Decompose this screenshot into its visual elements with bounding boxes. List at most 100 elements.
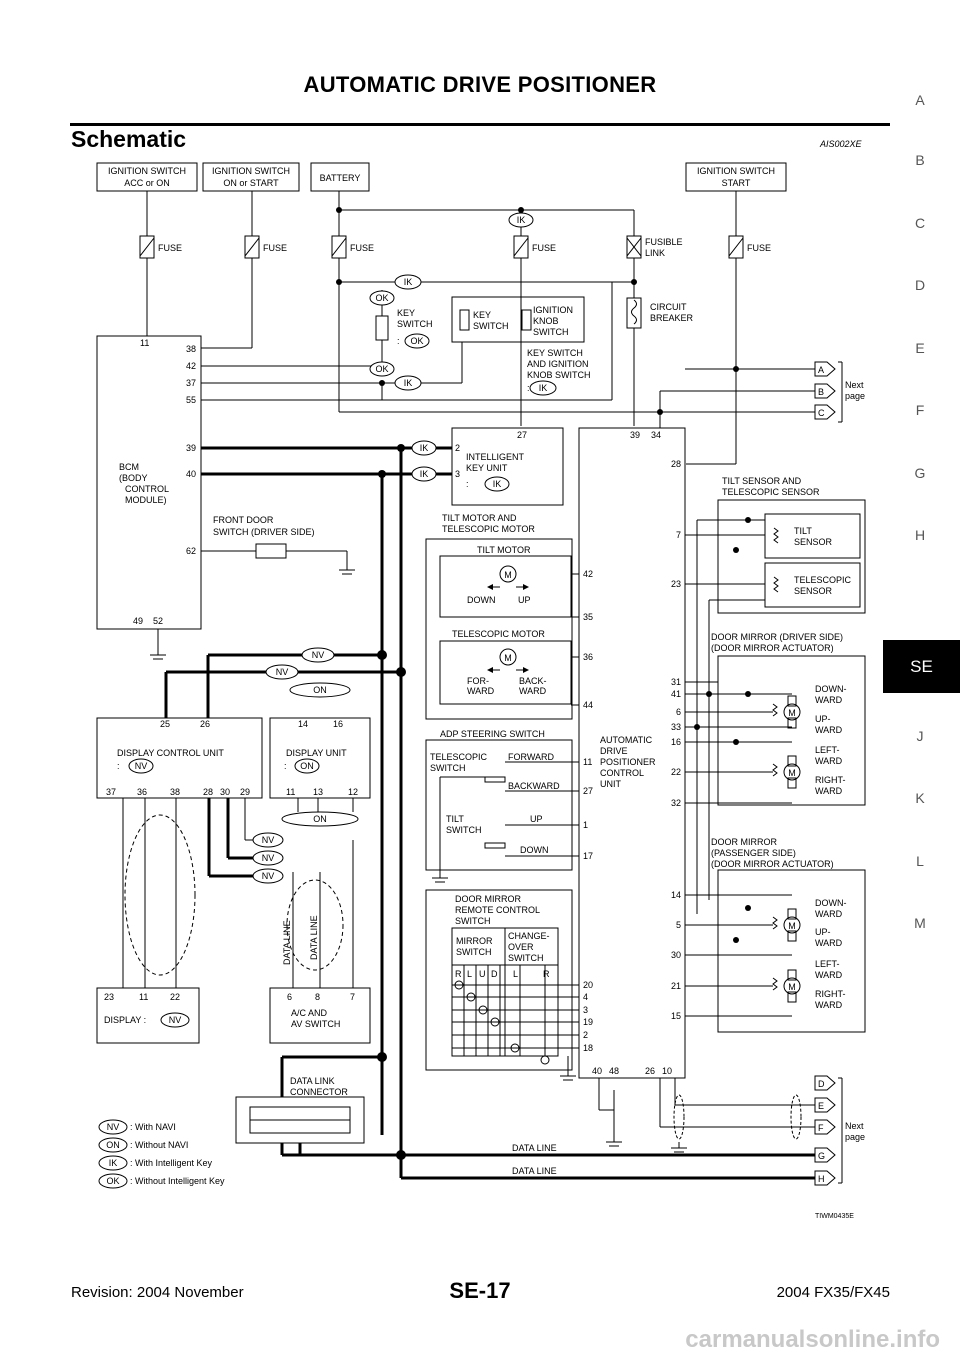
tag-nv: NV	[262, 871, 275, 881]
fuse-2-label: FUSE	[263, 243, 287, 253]
ac-label-2: AV SWITCH	[291, 1019, 340, 1029]
mirror-switch-label-1: MIRROR	[456, 936, 493, 946]
tele-switch-label-1: TELESCOPIC	[430, 752, 488, 762]
bcm-box	[96, 335, 202, 630]
side-tab-se-active[interactable]: SE	[883, 640, 960, 693]
tilt-switch-label-1: TILT	[446, 814, 464, 824]
side-tab-h[interactable]: H	[914, 527, 926, 543]
side-tab-b[interactable]: B	[915, 152, 925, 168]
adpu-pin: 34	[651, 430, 661, 440]
mirror-drv-hdr-1: DOOR MIRROR (DRIVER SIDE)	[711, 632, 843, 642]
adpu-pin: 2	[583, 1030, 588, 1040]
door-mirror-passenger-box	[717, 869, 866, 1033]
tilt-motor-hdr-1: TILT MOTOR AND	[442, 513, 517, 523]
tag-ok: OK	[375, 364, 388, 374]
side-tab-g[interactable]: G	[914, 465, 926, 481]
adpu-pin: 30	[671, 950, 681, 960]
key-switch2-label-1: KEY	[473, 310, 491, 320]
adpu-pin: 39	[630, 430, 640, 440]
adpu-pin: 3	[583, 1005, 588, 1015]
remote-col: R	[455, 969, 462, 979]
remote-hdr-1: DOOR MIRROR	[455, 894, 521, 904]
legend-text: : Without NAVI	[130, 1140, 188, 1150]
page-header-title: AUTOMATIC DRIVE POSITIONER	[303, 72, 657, 97]
mirror-drv-right-1: RIGHT-	[815, 775, 846, 785]
dcu-pin: 38	[170, 787, 180, 797]
tilt-up-label: UP	[518, 595, 531, 605]
side-tab-k[interactable]: K	[915, 790, 925, 806]
changeover-label-1: CHANGE-	[508, 931, 550, 941]
down-switch-label: DOWN	[520, 845, 549, 855]
adpu-label-2: DRIVE	[600, 746, 628, 756]
side-tab-d[interactable]: D	[914, 277, 926, 293]
side-tab-l[interactable]: L	[916, 853, 924, 869]
remote-col: D	[491, 969, 498, 979]
side-tab-f[interactable]: F	[915, 402, 925, 418]
ac-pin: 8	[315, 992, 320, 1002]
adpu-pin: 36	[583, 652, 593, 662]
fusible-link-label-2: LINK	[645, 248, 665, 258]
mirror-pas-left-1: LEFT-	[815, 959, 840, 969]
mirror-pas-up-1: UP-	[815, 927, 831, 937]
key-switch-label-2: SWITCH	[397, 319, 433, 329]
bcm-pin: 52	[153, 616, 163, 626]
side-tab-j[interactable]: J	[916, 728, 924, 744]
display-unit-box	[269, 717, 371, 799]
iku-pin: 2	[455, 443, 460, 453]
legend-text: : With NAVI	[130, 1122, 176, 1132]
adpu-pin: 11	[583, 757, 592, 767]
data-line-vertical-label: DATA LINE	[309, 915, 319, 960]
side-tab-e[interactable]: E	[915, 340, 925, 356]
adpu-label-4: CONTROL	[600, 768, 644, 778]
mirror-pas-hdr-1: DOOR MIRROR	[711, 837, 777, 847]
tele-switch-label-2: SWITCH	[430, 763, 466, 773]
ign-on-label-1: IGNITION SWITCH	[212, 166, 290, 176]
adpu-label-5: UNIT	[600, 779, 621, 789]
du-pin: 13	[313, 787, 323, 797]
mirror-pas-down-2: WARD	[815, 909, 843, 919]
ign-knob-label-3: SWITCH	[533, 327, 569, 337]
ign-start-label-1: IGNITION SWITCH	[697, 166, 775, 176]
mirror-drv-down-1: DOWN-	[815, 684, 847, 694]
adpu-pin: 10	[662, 1066, 672, 1076]
adpu-pin: 17	[583, 851, 593, 861]
section-code: AIS002XE	[820, 139, 862, 149]
changeover-label-2: OVER	[508, 942, 534, 952]
footer-model: 2004 FX35/FX45	[776, 1284, 890, 1301]
iku-colon: :	[466, 479, 469, 489]
ign-acc-label-2: ACC or ON	[124, 178, 170, 188]
side-tab-m[interactable]: M	[914, 915, 926, 931]
adpu-pin: 7	[676, 530, 681, 540]
mirror-pas-left-2: WARD	[815, 970, 843, 980]
next-letter: B	[818, 387, 824, 397]
next-page-label-1: Next	[845, 380, 864, 390]
tilt-sensor-label-2: SENSOR	[794, 537, 833, 547]
mirror-switch-label-2: SWITCH	[456, 947, 492, 957]
front-door-label-1: FRONT DOOR	[213, 515, 274, 525]
next-letter: A	[818, 365, 824, 375]
display-pin: 23	[104, 992, 114, 1002]
next-page-label-2: page	[845, 391, 865, 401]
adpu-pin: 35	[583, 612, 593, 622]
front-door-switch-symbol	[255, 543, 287, 559]
footer-page-number: SE-17	[449, 1278, 511, 1303]
mirror-drv-up-2: WARD	[815, 725, 843, 735]
adpu-pin: 19	[583, 1017, 593, 1027]
side-tab-a[interactable]: A	[915, 92, 925, 108]
mirror-drv-up-1: UP-	[815, 714, 831, 724]
adpu-pin: 14	[671, 890, 681, 900]
dcu-pin: 37	[106, 787, 116, 797]
adpu-pin: 27	[583, 786, 593, 796]
display-pin: 11	[139, 992, 148, 1002]
breaker-label-1: CIRCUIT	[650, 302, 687, 312]
du-pin: 12	[348, 787, 358, 797]
iku-pin: 3	[455, 469, 460, 479]
tag-ik: IK	[420, 469, 429, 479]
dcu-label: DISPLAY CONTROL UNIT	[117, 748, 224, 758]
du-label: DISPLAY UNIT	[286, 748, 347, 758]
forward-label-1: FOR-	[467, 676, 489, 686]
side-tab-c[interactable]: C	[914, 215, 926, 231]
du-colon: :	[284, 761, 287, 771]
legend-text: : Without Intelligent Key	[130, 1176, 225, 1186]
